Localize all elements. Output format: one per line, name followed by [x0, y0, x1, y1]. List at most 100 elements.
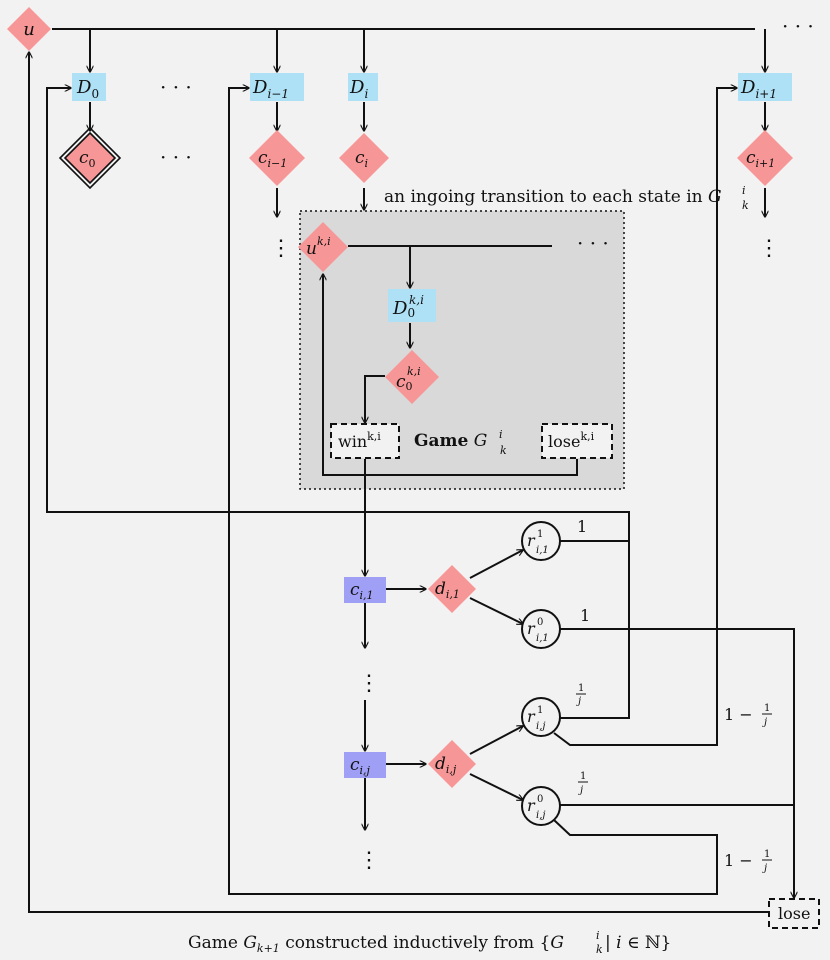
node-r0ij: r 0 i,j [521, 786, 561, 826]
node-r1i1: r 1 i,1 [521, 521, 561, 561]
svg-text:ci,j: ci,j [350, 755, 371, 777]
svg-text:Di: Di [349, 77, 368, 101]
svg-text:ci: ci [355, 148, 368, 170]
edge-r1i1-D0 [46, 88, 630, 542]
edges [29, 28, 794, 913]
svg-text:0: 0 [537, 617, 543, 628]
svg-text:u: u [23, 19, 35, 40]
svg-text:r: r [527, 619, 536, 638]
svg-text:i: i [742, 184, 746, 197]
svg-text:k,i: k,i [407, 365, 421, 378]
svg-text:di,1: di,1 [435, 579, 460, 601]
node-Dim1: Di−1 [250, 73, 304, 101]
svg-text:j: j [578, 785, 583, 796]
svg-text:uk,i: uk,i [306, 235, 331, 259]
svg-text:D0: D0 [76, 77, 99, 101]
svg-text:· · ·: · · · [782, 14, 814, 38]
node-cij: ci,j [344, 752, 386, 778]
node-dij: di,j [428, 740, 476, 788]
svg-text:j: j [576, 696, 581, 707]
node-Dip1: Di+1 [738, 73, 792, 101]
svg-text:⋮: ⋮ [270, 236, 292, 261]
svg-text:i: i [596, 929, 600, 942]
svg-text:losek,i: losek,i [548, 430, 595, 451]
edge-r1ij-Dip1 [553, 88, 737, 746]
svg-text:i,1: i,1 [536, 545, 549, 556]
svg-text:r: r [527, 707, 536, 726]
node-lose-inner: losek,i [541, 423, 613, 459]
svg-text:1: 1 [580, 771, 586, 782]
svg-text:an ingoing transition to each: an ingoing transition to each state in G [384, 187, 722, 207]
svg-text:Di+1: Di+1 [740, 77, 777, 101]
svg-text:ci+1: ci+1 [746, 148, 775, 170]
svg-text:D0: D0 [392, 298, 415, 320]
edge-r1ij-join [560, 541, 630, 719]
svg-text:Game G: Game G [414, 431, 487, 451]
node-r0i1: r 0 i,1 [521, 609, 561, 649]
svg-text:| i ∈ ℕ}: | i ∈ ℕ} [605, 933, 671, 953]
svg-text:i,1: i,1 [536, 633, 549, 644]
svg-text:1: 1 [580, 606, 590, 625]
svg-text:· · ·: · · · [577, 231, 609, 255]
svg-text:1 −: 1 − [724, 851, 753, 870]
svg-text:lose: lose [778, 904, 810, 923]
svg-text:⋮: ⋮ [758, 236, 780, 261]
node-c0: c0 [58, 126, 122, 190]
edge-di1-r0i1 [469, 597, 523, 624]
svg-text:1 −: 1 − [724, 705, 753, 724]
node-di1: di,1 [428, 565, 476, 613]
svg-text:1: 1 [537, 529, 543, 540]
svg-text:j: j [762, 717, 767, 728]
caption: Game Gk+1 constructed inductively from {… [188, 929, 671, 956]
svg-text:r: r [527, 531, 536, 550]
svg-text:i,j: i,j [536, 721, 545, 732]
svg-text:Game Gk+1 constructed inductiv: Game Gk+1 constructed inductively from {… [188, 933, 564, 955]
node-cim1: ci−1 [249, 130, 305, 186]
edge-lose-u [29, 52, 768, 913]
svg-text:k: k [500, 444, 507, 457]
inner-game-label: Game G i k [414, 428, 507, 457]
svg-text:1: 1 [764, 703, 770, 714]
svg-text:0: 0 [537, 794, 543, 805]
node-r1ij: r 1 i,j [521, 697, 561, 737]
svg-text:· · ·: · · · [160, 145, 192, 169]
node-u: u [7, 7, 51, 51]
edge-labels: 1 1 1 j 1 − 1 j 1 j 1 − 1 j [576, 517, 772, 874]
node-uki: uk,i [298, 222, 348, 272]
svg-text:ci−1: ci−1 [258, 148, 287, 170]
svg-text:⋮: ⋮ [358, 848, 380, 873]
svg-text:· · ·: · · · [160, 75, 192, 99]
svg-text:c0: c0 [396, 372, 413, 393]
svg-text:k,i: k,i [409, 293, 424, 307]
node-ci: ci [339, 133, 389, 183]
svg-text:i: i [499, 428, 503, 441]
svg-text:1: 1 [537, 705, 543, 716]
svg-text:c0: c0 [79, 148, 96, 170]
annotation: an ingoing transition to each state in G… [384, 184, 749, 212]
svg-text:1: 1 [578, 683, 584, 694]
svg-text:⋮: ⋮ [358, 671, 380, 696]
svg-text:wink,i: wink,i [338, 430, 381, 451]
svg-text:Di−1: Di−1 [252, 77, 289, 101]
edge-dij-r0ij [469, 773, 523, 800]
node-win: wink,i [330, 423, 400, 459]
svg-text:di,j: di,j [435, 754, 457, 776]
edge-r0ij-Dim1 [228, 88, 718, 895]
edge-lose-uki [323, 274, 578, 476]
svg-text:i,j: i,j [536, 810, 545, 821]
svg-text:k: k [596, 943, 603, 956]
svg-text:r: r [527, 796, 536, 815]
edge-c0ki-win [365, 375, 385, 423]
svg-text:k: k [742, 199, 749, 212]
edge-dij-r1ij [469, 726, 523, 755]
node-c0ki: c0 k,i [385, 350, 439, 404]
node-lose: lose [768, 898, 820, 929]
svg-text:1: 1 [764, 849, 770, 860]
edge-r0i1-lose [560, 628, 794, 898]
ellipses: · · · · · · · · · · · · ⋮ ⋮ ⋮ ⋮ [160, 14, 814, 873]
svg-text:1: 1 [577, 517, 587, 536]
svg-text:ci,1: ci,1 [350, 580, 374, 602]
edge-di1-r1i1 [469, 550, 523, 579]
